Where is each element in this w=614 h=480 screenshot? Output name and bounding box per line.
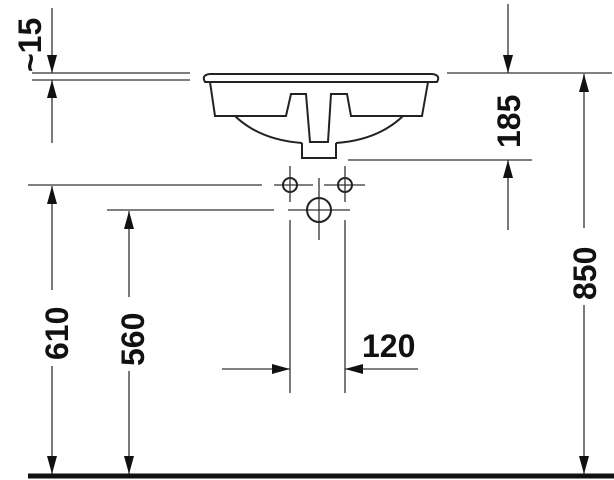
supply-height-label: 610 xyxy=(39,307,75,360)
basin-depth-dimension: 185 xyxy=(348,4,612,230)
supply-spacing-dimension: 120 xyxy=(222,328,418,374)
supply-height-dimension: 610 xyxy=(39,186,75,474)
basin-profile xyxy=(202,73,440,159)
supply-spacing-label: 120 xyxy=(362,328,415,364)
supply-connections xyxy=(28,166,365,393)
overall-height-label: 850 xyxy=(567,247,603,300)
waste-height-label: 560 xyxy=(115,313,151,366)
rim-thickness-dimension: ~15 xyxy=(12,8,190,143)
rim-thickness-label: ~15 xyxy=(12,18,48,72)
waste-height-dimension: 560 xyxy=(115,211,151,474)
overall-height-dimension: 850 xyxy=(567,74,603,474)
basin-depth-label: 185 xyxy=(491,95,527,148)
